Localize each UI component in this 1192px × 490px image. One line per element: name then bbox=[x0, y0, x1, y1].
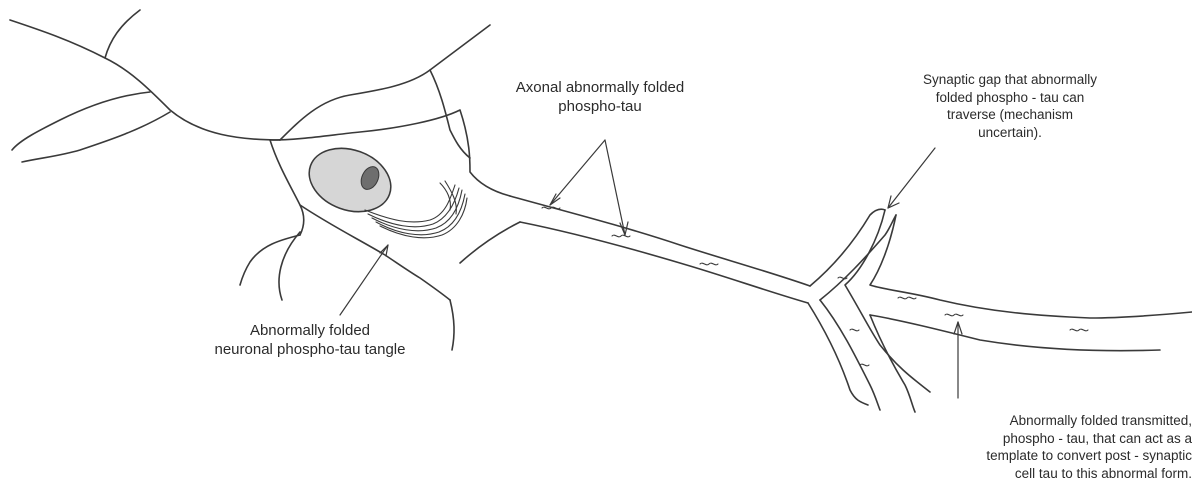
dendrite-upper-branch bbox=[105, 10, 140, 58]
synaptic-gap-label-line-1: Synaptic gap that abnormally bbox=[880, 71, 1140, 89]
terminal-lower-a bbox=[808, 303, 868, 405]
axon-bottom bbox=[520, 222, 808, 303]
pointer-arrows bbox=[340, 140, 962, 398]
axonal-tau-label-line-1: Axonal abnormally folded bbox=[490, 78, 710, 97]
soma-lower-dendrite-2 bbox=[279, 232, 300, 300]
transmitted-tau-label-line-4: cell tau to this abnormal form. bbox=[912, 465, 1192, 483]
axon-hillock-bottom bbox=[460, 222, 520, 263]
synaptic-gap-label-line-2: folded phospho - tau can bbox=[880, 89, 1140, 107]
axonal-tau-label-line-2: phospho-tau bbox=[490, 97, 710, 116]
tau-tangle-label: Abnormally folded neuronal phospho-tau t… bbox=[160, 321, 460, 359]
synaptic-gap-label-line-3: traverse (mechanism bbox=[880, 106, 1140, 124]
axonal-arrow-left bbox=[550, 140, 605, 205]
tangle-arrow bbox=[340, 245, 388, 315]
post-synaptic-branch-top bbox=[870, 215, 1192, 318]
synaptic-arrow bbox=[888, 148, 935, 208]
transmitted-tau-label-line-2: phospho - tau, that can act as a bbox=[912, 430, 1192, 448]
post-synaptic-branch-bottom bbox=[845, 210, 930, 392]
transmitted-tau-label-line-1: Abnormally folded transmitted, bbox=[912, 412, 1192, 430]
axonal-tau-label: Axonal abnormally folded phospho-tau bbox=[490, 78, 710, 116]
transmitted-tau-label: Abnormally folded transmitted, phospho -… bbox=[912, 412, 1192, 482]
transmitted-tau-label-line-3: template to convert post - synaptic bbox=[912, 447, 1192, 465]
synaptic-gap-label-line-4: uncertain). bbox=[880, 124, 1140, 142]
axon-top bbox=[510, 196, 810, 286]
nucleus bbox=[300, 137, 399, 222]
soma-left-edge bbox=[270, 140, 304, 235]
synaptic-gap-label: Synaptic gap that abnormally folded phos… bbox=[880, 71, 1140, 141]
dendrite-left-branch bbox=[12, 92, 150, 150]
post-synaptic-lower bbox=[870, 315, 915, 412]
dendrite-upper-left bbox=[10, 20, 280, 140]
tau-tangle-label-line-1: Abnormally folded bbox=[160, 321, 460, 340]
post-synaptic-axon-bottom bbox=[870, 315, 1160, 351]
tau-tangle-label-line-2: neuronal phospho-tau tangle bbox=[160, 340, 460, 359]
axonal-arrow-right bbox=[605, 140, 625, 235]
dendrite-top bbox=[280, 25, 490, 140]
dendrite-lower-branch bbox=[22, 112, 170, 162]
